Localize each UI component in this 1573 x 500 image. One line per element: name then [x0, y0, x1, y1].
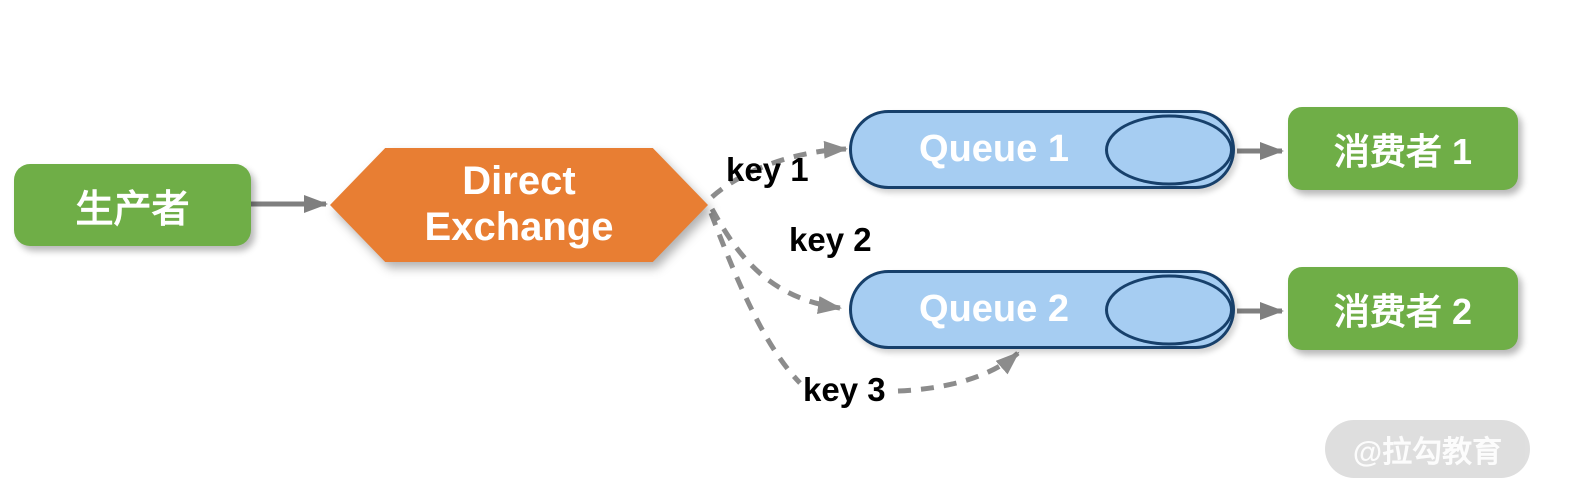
queue-2-node: Queue 2 [849, 270, 1235, 349]
consumer-1-label: 消费者 1 [1333, 130, 1473, 172]
key2-dashed-arrow [709, 207, 842, 314]
routing-key-2-label: key 2 [789, 221, 872, 258]
routing-key-1-label: key 1 [726, 151, 809, 188]
watermark: @拉勾教育 [1325, 420, 1530, 478]
queue-1-label: Queue 1 [919, 128, 1069, 170]
consumer-1-node: 消费者 1 [1288, 107, 1518, 190]
exchange-label-line1: Direct [462, 159, 576, 204]
queue-1-node: Queue 1 [849, 110, 1235, 189]
key1-dashed-arrow [710, 140, 848, 199]
producer-node: 生产者 [14, 164, 251, 246]
exchange-hexagon-shape [330, 148, 708, 262]
queue-2-label: Queue 2 [919, 288, 1069, 330]
routing-key-3-label: key 3 [803, 371, 886, 408]
queue-2-end-ellipse [1105, 274, 1233, 345]
consumer-2-label: 消费者 2 [1333, 290, 1473, 332]
exchange-label: Direct Exchange [330, 148, 708, 262]
exchange-label-line2: Exchange [424, 205, 614, 249]
producer-label: 生产者 [75, 188, 190, 231]
key3-dashed-curve-start [708, 212, 802, 385]
exchange-node: Direct Exchange [330, 148, 708, 262]
queue-1-end-ellipse [1105, 114, 1233, 185]
key3-dashed-arrow-end [897, 351, 1020, 394]
consumer-2-node: 消费者 2 [1288, 267, 1518, 350]
